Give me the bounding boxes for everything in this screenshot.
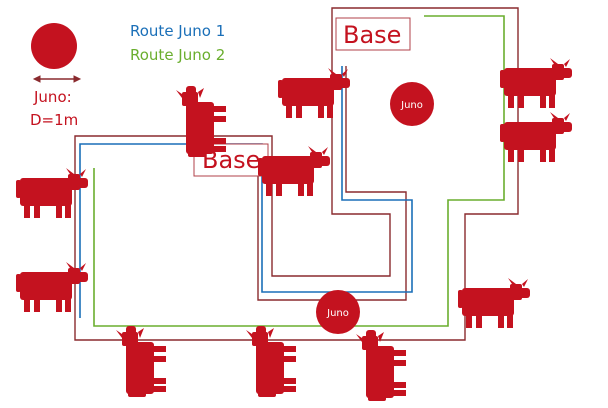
juno-robot-icon (316, 290, 360, 334)
barn-inner-wall (257, 66, 407, 301)
cow-icon (246, 326, 296, 397)
cow-icon (258, 146, 330, 196)
base-box-top (335, 17, 411, 51)
cow-icon (500, 112, 572, 162)
juno-robot-label-bottom: Juno (326, 308, 349, 319)
legend-juno-icon (31, 23, 77, 69)
barn-wall (74, 7, 519, 341)
base-label-top: Base (343, 21, 401, 49)
cow-icon (500, 58, 572, 108)
juno-robot-icon (390, 82, 434, 126)
route-juno-2 (93, 15, 505, 327)
cow-icon (16, 168, 88, 218)
cow-icon (176, 86, 226, 157)
double-arrow-icon (32, 75, 82, 83)
cow-icon (458, 278, 530, 328)
legend-juno-label: Juno: (33, 88, 72, 106)
legend-route-1: Route Juno 1 (130, 22, 225, 40)
legend-route-2: Route Juno 2 (130, 46, 225, 64)
cow-icon (16, 262, 88, 312)
cow-icon (116, 326, 166, 397)
cow-icon (278, 68, 350, 118)
legend-diameter-label: D=1m (30, 111, 78, 129)
juno-robot-label-top: Juno (400, 100, 423, 111)
